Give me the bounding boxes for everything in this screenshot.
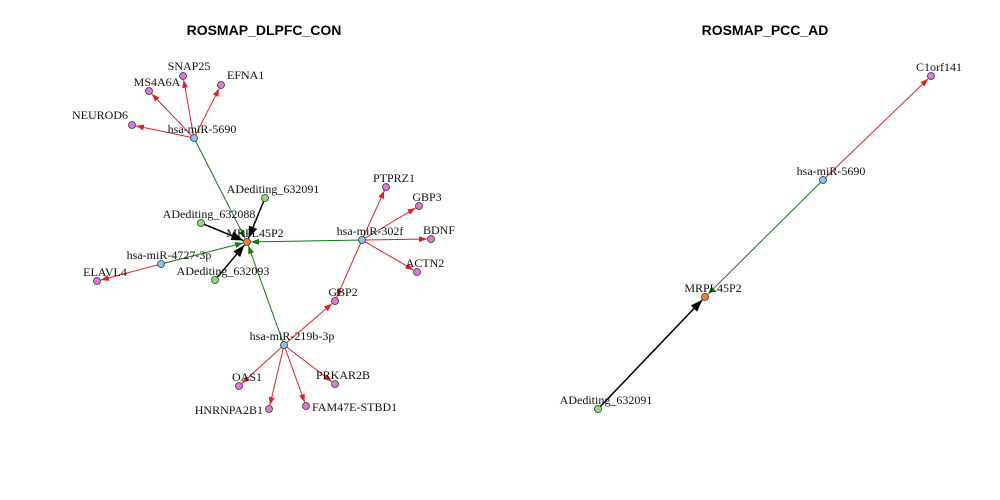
edge-hsa-mir-219b-3p-to-prkar2b: [283, 344, 333, 382]
edge-adediting-632091-to-mrpl45p2: [597, 299, 703, 410]
node-gbp3: [415, 202, 423, 210]
node-bdnf: [427, 235, 435, 243]
edge-hsa-mir-5690-to-mrpl45p2: [193, 137, 246, 239]
edge-hsa-mir-219b-3p-to-fam47e-stbd1: [283, 344, 306, 403]
edge-hsa-mir-302f-to-ptprz1: [361, 190, 385, 241]
node-label: EFNA1: [227, 68, 264, 82]
edge-hsa-mir-4727-3p-to-mrpl45p2: [160, 242, 244, 265]
edge-hsa-mir-4727-3p-to-elavl4: [100, 263, 162, 281]
edge-hsa-mir-219b-3p-to-mrpl45p2: [247, 245, 285, 346]
node-efna1: [217, 81, 225, 89]
node-adediting-632088: [197, 219, 205, 227]
node-label: hsa-miR-5690: [168, 122, 237, 136]
node-label: GBP3: [412, 190, 441, 204]
edge-hsa-mir-302f-to-gbp2: [336, 239, 363, 298]
node-label: OAS1: [232, 370, 262, 384]
node-hsa-mir-5690: [190, 134, 198, 142]
node-snap25: [179, 72, 187, 80]
edge-hsa-mir-219b-3p-to-oas1: [241, 344, 285, 384]
edge-hsa-mir-5690-to-neurod6: [135, 124, 195, 139]
node-label: hsa-miR-4727-3p: [127, 248, 212, 262]
node-actn2: [413, 268, 421, 276]
node-ptprz1: [382, 183, 390, 191]
node-label: PTPRZ1: [373, 171, 415, 185]
edge-hsa-mir-5690-to-snap25: [182, 79, 195, 139]
node-label: MS4A6A: [134, 75, 181, 89]
node-hsa-mir-302f: [358, 236, 366, 244]
node-label: ADediting_632091: [560, 393, 653, 407]
node-label: SNAP25: [168, 59, 211, 73]
edge-hsa-mir-5690-to-mrpl45p2: [707, 179, 824, 295]
node-c1orf141: [927, 72, 935, 80]
edge-adediting-632088-to-mrpl45p2: [200, 222, 244, 242]
node-adediting-632091: [261, 194, 269, 202]
edge-hsa-mir-5690-to-efna1: [193, 88, 220, 139]
node-hsa-mir-4727-3p: [157, 260, 165, 268]
node-oas1: [235, 382, 243, 390]
edge-hsa-mir-5690-to-ms4a6a: [151, 93, 195, 139]
node-prkar2b: [331, 380, 339, 388]
node-mrpl45p2: [243, 238, 251, 246]
node-hsa-mir-5690: [819, 176, 827, 184]
node-adediting-632093: [211, 276, 219, 284]
edge-hsa-mir-302f-to-bdnf: [361, 236, 428, 243]
node-hsa-mir-219b-3p: [280, 341, 288, 349]
node-label: ACTN2: [406, 256, 445, 270]
node-label: FAM47E-STBD1: [312, 400, 397, 414]
node-label: C1orf141: [916, 60, 962, 74]
node-label: ADediting_632093: [177, 264, 270, 278]
panel-title-pcc: ROSMAP_PCC_AD: [702, 22, 829, 38]
edge-hsa-mir-302f-to-mrpl45p2: [250, 238, 363, 245]
node-fam47e-stbd1: [302, 402, 310, 410]
panel-title-dlpfc: ROSMAP_DLPFC_CON: [187, 22, 342, 38]
node-hnrnpa2b1: [265, 405, 273, 413]
node-mrpl45p2: [701, 293, 709, 301]
edge-hsa-mir-219b-3p-to-gbp2: [283, 303, 333, 346]
edge-hsa-mir-302f-to-actn2: [361, 239, 414, 271]
node-adediting-632091: [594, 405, 602, 413]
node-label: PRKAR2B: [316, 368, 370, 382]
node-gbp2: [331, 297, 339, 305]
node-label: hsa-miR-302f: [337, 224, 404, 238]
edge-hsa-mir-219b-3p-to-hnrnpa2b1: [268, 344, 285, 406]
node-ms4a6a: [145, 87, 153, 95]
node-label: BDNF: [423, 223, 455, 237]
node-label: ELAVL4: [83, 265, 127, 279]
node-neurod6: [128, 121, 136, 129]
edge-adediting-632091-to-mrpl45p2: [247, 197, 266, 239]
edge-hsa-mir-302f-to-gbp3: [361, 207, 416, 241]
node-label: hsa-miR-219b-3p: [250, 329, 335, 343]
node-label: MRPL45P2: [226, 226, 283, 240]
edge-hsa-mir-5690-to-c1orf141: [822, 78, 929, 181]
node-label: HNRNPA2B1: [195, 403, 263, 417]
node-label: ADediting_632091: [227, 182, 320, 196]
node-label: hsa-miR-5690: [797, 164, 866, 178]
node-label: MRPL45P2: [684, 281, 741, 295]
node-elavl4: [93, 277, 101, 285]
node-label: ADediting_632088: [163, 207, 256, 221]
edge-adediting-632093-to-mrpl45p2: [214, 244, 245, 281]
node-label: GBP2: [328, 285, 357, 299]
node-label: NEUROD6: [72, 108, 128, 122]
